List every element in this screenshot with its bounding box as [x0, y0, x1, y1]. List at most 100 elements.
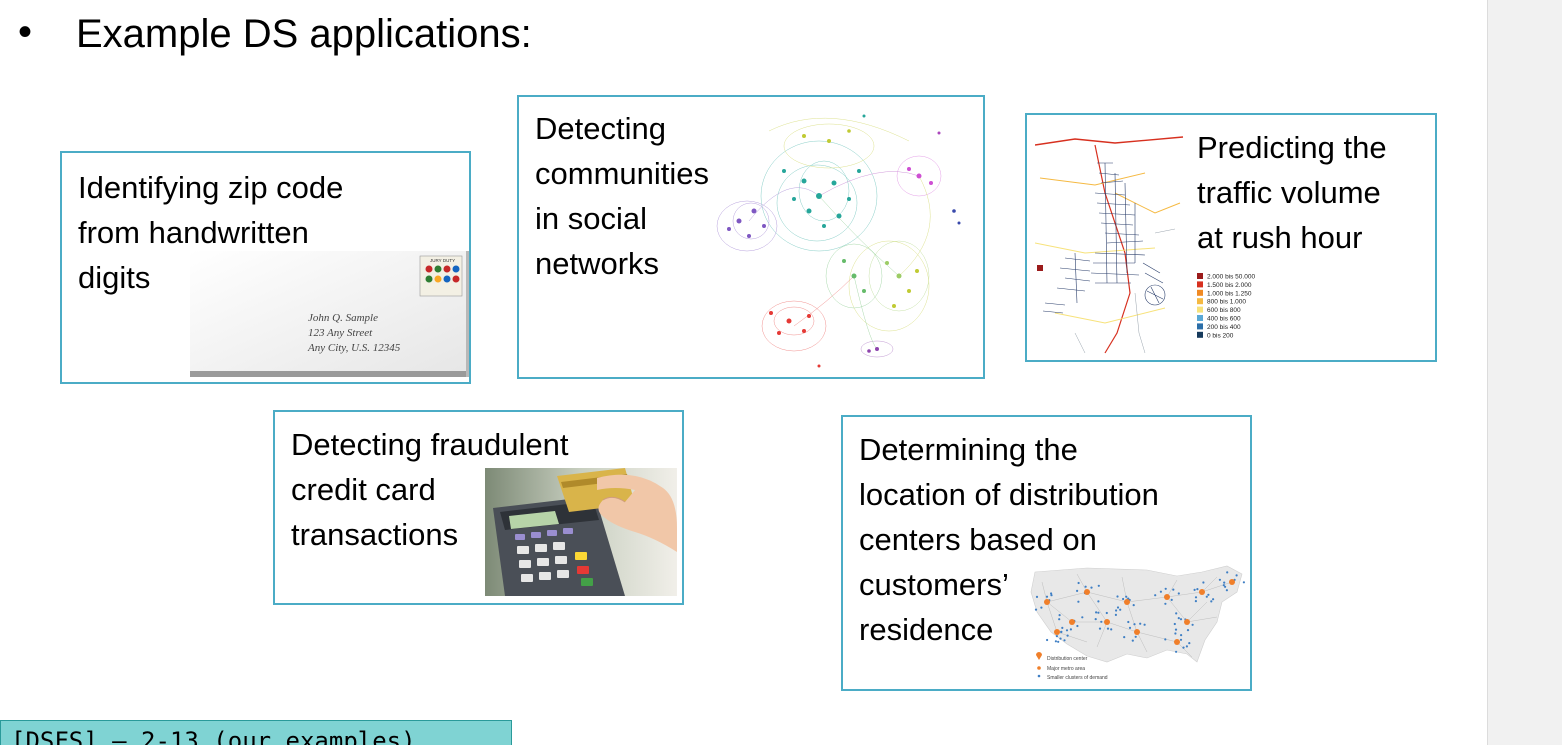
example-traffic-box[interactable]: Predicting the traffic volume at rush ho… [1025, 113, 1437, 362]
us-map-outline [1030, 565, 1243, 663]
demand-dot [1212, 598, 1215, 601]
demand-dot [1097, 600, 1100, 603]
demand-dot [1193, 588, 1196, 591]
demand-dot [1058, 618, 1061, 621]
demand-dot [1177, 617, 1180, 620]
demand-dot [1040, 606, 1043, 609]
demand-dot [1222, 584, 1225, 587]
demand-dot [1110, 628, 1113, 631]
demand-dot [1179, 618, 1183, 621]
demand-dot [1194, 600, 1197, 603]
demand-dot [1035, 595, 1039, 598]
traffic-legend-swatch [1197, 273, 1203, 279]
example-zip-code-box[interactable]: Identifying zip code from handwritten di… [60, 151, 471, 384]
distribution-center-markers [1044, 579, 1235, 645]
distribution-center-legend-icon [1036, 652, 1042, 660]
demand-dot [1094, 618, 1097, 621]
traffic-legend-swatch [1197, 331, 1203, 338]
demand-dot [1174, 632, 1177, 635]
demand-dot [1164, 638, 1167, 641]
demand-dot [1061, 626, 1064, 629]
demand-dot [1105, 611, 1108, 615]
demand-dot [1139, 622, 1142, 625]
example-fraud-box[interactable]: Detecting fraudulent credit card transac… [273, 410, 684, 605]
slide-heading: Example DS applications: [76, 12, 532, 56]
demand-dot [1114, 613, 1117, 616]
demand-dot [1060, 630, 1063, 634]
demand-dot [1196, 588, 1199, 591]
demand-dot [1055, 635, 1058, 638]
traffic-legend-label: 400 bis 600 [1207, 316, 1241, 323]
example-distribution-text: Determining the location of distribution… [859, 432, 1159, 647]
demand-dot [1235, 574, 1238, 577]
demand-dot [1065, 629, 1069, 632]
demand-dot [1098, 627, 1102, 630]
traffic-legend-label: 0 bis 200 [1207, 332, 1234, 339]
demand-dot [1224, 585, 1227, 588]
envelope-line-3: Any City, U.S. 12345 [307, 342, 401, 354]
network-graph-image [716, 114, 961, 368]
demand-dot [1132, 604, 1135, 607]
demand-dot [1127, 620, 1130, 624]
demand-dot [1185, 645, 1188, 648]
example-fraud-text: Detecting fraudulent credit card transac… [291, 427, 569, 552]
demand-dot [1159, 590, 1162, 593]
demand-dot [1172, 588, 1175, 591]
demand-dot [1164, 587, 1167, 590]
example-communities-box[interactable]: Detecting communities in social networks [517, 95, 985, 379]
demand-dot [1170, 598, 1173, 601]
traffic-legend [1037, 265, 1043, 271]
demand-dot [1218, 578, 1221, 581]
demand-dot [1119, 608, 1122, 611]
demand-dot [1164, 602, 1167, 605]
demand-dot [1077, 581, 1080, 585]
hand-shape [597, 474, 677, 552]
traffic-legend-swatch [1197, 323, 1203, 330]
demand-dot [1076, 624, 1079, 628]
demand-dot [1084, 585, 1087, 588]
demand-dot [1191, 623, 1194, 626]
demand-dot [1076, 589, 1079, 592]
demand-dot [1050, 594, 1053, 597]
demand-dot [1069, 628, 1072, 631]
stamp-text: JURY DUTY [430, 258, 455, 263]
demand-dot [1143, 623, 1146, 626]
demand-dot [1175, 650, 1178, 653]
envelope-line-1: John Q. Sample [308, 312, 378, 324]
demand-dot [1131, 639, 1134, 642]
bullet-marker: • [18, 10, 33, 54]
example-distribution-box[interactable]: Determining the location of distribution… [841, 415, 1252, 691]
demand-dot [1225, 589, 1228, 592]
traffic-legend-label: 1.500 bis 2.000 [1207, 282, 1252, 289]
demand-dot [1177, 592, 1180, 595]
demand-dot [1128, 626, 1132, 629]
traffic-legend-swatch [1197, 281, 1203, 288]
demand-dot [1133, 623, 1136, 626]
demand-dot [1090, 586, 1093, 589]
traffic-legend-label: 2.000 bis 50.000 [1207, 274, 1255, 281]
demand-dot [1182, 646, 1185, 649]
right-panel-sidebar [1487, 0, 1562, 745]
traffic-legend-label: 600 bis 800 [1207, 307, 1241, 314]
us-distribution-map-image: Distribution center Major metro area Sma… [1030, 565, 1245, 681]
map-legend-2: Major metro area [1047, 666, 1085, 672]
demand-dot [1174, 628, 1178, 631]
demand-dot [1034, 608, 1038, 611]
demand-dot [1188, 642, 1191, 645]
demand-dot [1226, 571, 1229, 574]
demand-dot [1179, 638, 1183, 641]
demand-dot [1081, 616, 1084, 619]
demand-dot [1186, 629, 1190, 632]
demand-dot [1066, 634, 1069, 637]
demand-dot [1095, 611, 1098, 614]
demand-dot [1242, 581, 1245, 584]
map-legend-3: Smaller clusters of demand [1047, 675, 1108, 681]
demand-dot [1100, 620, 1103, 623]
traffic-legend-label: 1.000 bis 1.250 [1207, 290, 1252, 297]
source-reference-tag: [DSFS] – 2-13 (our examples) [0, 720, 512, 745]
demand-dot [1173, 622, 1176, 626]
traffic-legend-label: 800 bis 1.000 [1207, 299, 1246, 306]
demand-dot [1054, 640, 1057, 643]
demand-dot [1058, 614, 1061, 617]
